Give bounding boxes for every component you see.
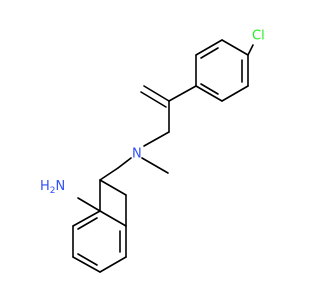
bond	[221, 85, 249, 102]
bond	[195, 39, 223, 56]
bond	[221, 39, 249, 56]
double-bond-inner	[77, 253, 98, 266]
bond-to-amine	[77, 197, 101, 212]
bond	[117, 157, 132, 169]
double-bond-inner	[200, 47, 219, 59]
bond	[195, 85, 223, 102]
bond	[72, 256, 101, 273]
amine-hydrogen: H	[40, 179, 50, 194]
aniline-ring	[72, 179, 127, 273]
bond-to-methyl	[141, 157, 169, 174]
double-bond-inner	[77, 217, 98, 230]
structure-diagram: Cl N H2N	[40, 29, 265, 273]
propenyl-chain	[140, 85, 197, 133]
amine-nitrogen: N	[56, 179, 66, 194]
bond	[72, 210, 101, 227]
double-bond-inner	[200, 83, 219, 95]
bond	[143, 131, 170, 147]
bond	[99, 210, 127, 227]
bond	[168, 85, 197, 102]
bond-to-chlorine	[247, 44, 254, 56]
bond	[99, 167, 119, 181]
molecule-canvas: Cl N H2N	[40, 28, 265, 273]
tertiary-amine-label: N	[132, 147, 142, 162]
bond	[99, 179, 127, 196]
chlorine-label: Cl	[252, 29, 265, 44]
chlorophenyl-ring	[195, 39, 249, 102]
amine-hydrogen-count: 2	[50, 186, 56, 196]
double-bond-inner	[140, 91, 167, 108]
bond	[99, 256, 127, 273]
bond	[143, 85, 170, 102]
primary-amine-label: H2N	[40, 179, 65, 196]
